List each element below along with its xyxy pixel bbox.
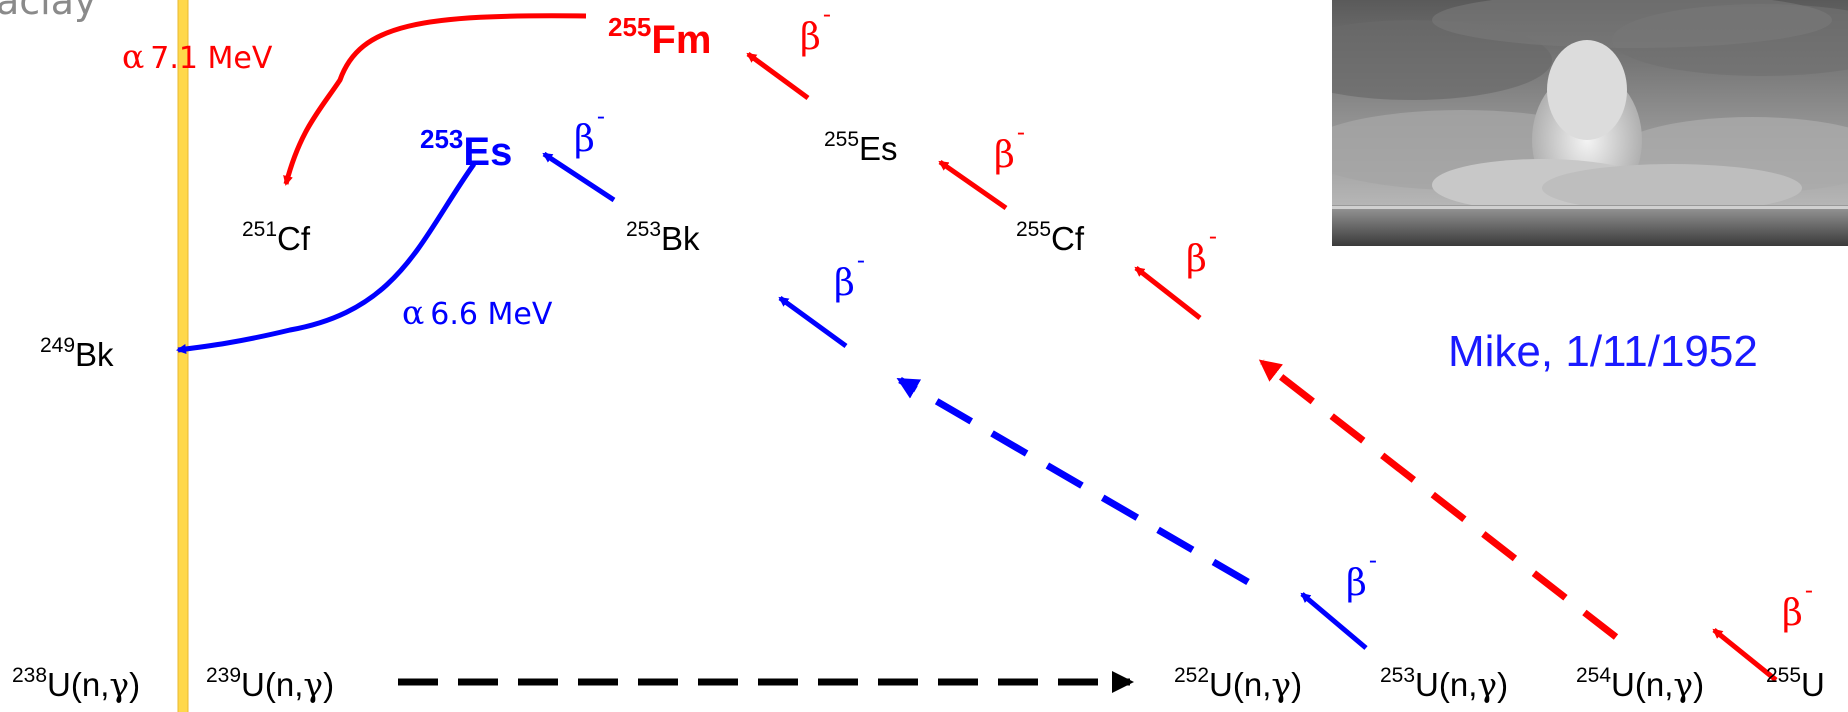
nuclide-es253: 253Es [420,124,513,174]
mushroom-cloud-photo [1332,0,1848,246]
beta-label-bk253: β- [834,246,865,304]
nuclide-u238: 238U(n,γ) [12,664,141,704]
nuclide-u254: 254U(n,γ) [1576,664,1705,704]
nuclide-cf255: 255Cf [1016,218,1085,257]
beta-label-es255: β- [994,118,1025,176]
beta-label-u253: β- [1346,546,1377,604]
beta-arrow-u255 [1712,628,1778,682]
yellow-divider-bar [178,0,188,712]
photo-caption: Mike, 1/11/1952 [1448,327,1758,376]
nuclide-u239: 239U(n,γ) [206,664,335,704]
nuclide-cf251: 251Cf [242,218,311,257]
header-fragment: aclay [0,0,97,23]
red-dashed-arrow [1258,359,1619,640]
beta-label-u255: β- [1782,576,1813,634]
beta-arrow-es255-from [938,159,1008,211]
beta-arrow-es253-from [542,151,616,203]
alpha-arrow-es253 [176,162,477,354]
beta-arrow-fm255-from [746,51,810,101]
blue-dashed-arrow [896,376,1250,586]
beta-label-es253: β- [574,102,605,160]
nuclide-bk253: 253Bk [626,218,700,257]
beta-label-cf255: β- [1186,222,1217,280]
nuclide-es255: 255Es [824,128,898,167]
beta-arrow-u253 [1300,592,1368,650]
beta-arrow-bk253-from [778,295,848,349]
beta-arrow-cf255-from [1134,266,1202,320]
nuclide-u252: 252U(n,γ) [1174,664,1303,704]
beta-label-fm255: β- [800,0,831,58]
alpha-arrow-fm255 [283,13,587,186]
nuclide-u253: 253U(n,γ) [1380,664,1509,704]
nuclide-u255: 255U [1766,664,1825,703]
nuclide-fm255: 255Fm [608,12,712,62]
nuclide-bk249: 249Bk [40,334,114,373]
